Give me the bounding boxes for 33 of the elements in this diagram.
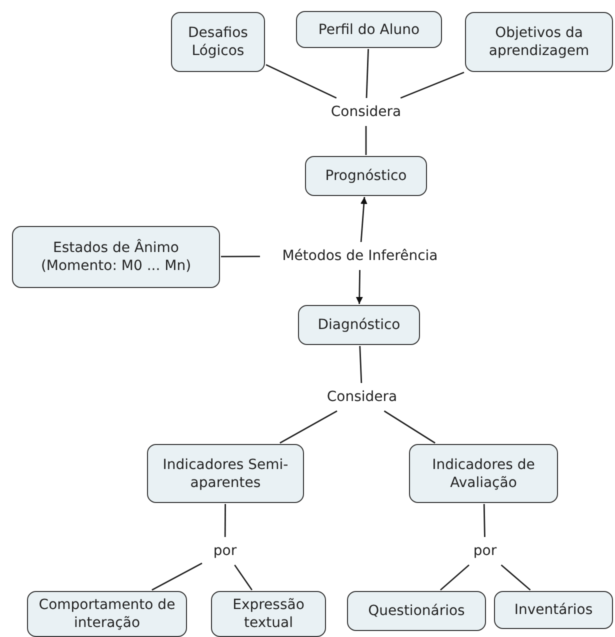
arrow — [360, 196, 368, 242]
linking-phrase: Considera — [320, 100, 412, 124]
connector-line — [366, 48, 369, 98]
connector-line — [152, 562, 202, 591]
concept-box: Diagnóstico — [298, 305, 420, 345]
linking-phrase: Métodos de Inferência — [262, 244, 458, 268]
connector-line — [365, 126, 367, 155]
connector-line — [359, 346, 362, 384]
connector-line — [234, 564, 252, 590]
connector-line — [483, 504, 486, 538]
concept-box: Indicadores Semi-aparentes — [147, 444, 304, 503]
concept-box: Estados de Ânimo (Momento: M0 ... Mn) — [12, 226, 220, 288]
concept-box: Prognóstico — [305, 156, 427, 196]
arrow — [356, 270, 363, 304]
concept-box: Objetivos da aprendizagem — [465, 12, 613, 72]
concept-box: Desafios Lógicos — [171, 12, 265, 72]
concept-box: Questionários — [347, 591, 486, 631]
concept-box: Expressão textual — [211, 591, 326, 637]
linking-phrase: por — [464, 539, 506, 563]
concept-box: Perfil do Aluno — [296, 11, 442, 48]
concept-box: Comportamento de interação — [27, 591, 187, 637]
connector-line — [440, 564, 470, 591]
connector-line — [500, 564, 531, 591]
connector-line — [280, 410, 338, 444]
connector-line — [224, 504, 226, 537]
linking-phrase: por — [204, 539, 246, 563]
concept-box: Inventários — [494, 591, 613, 629]
linking-phrase: Considera — [316, 385, 408, 409]
connector-line — [384, 410, 436, 444]
connector-line — [400, 72, 464, 99]
connector-line — [266, 64, 337, 99]
concept-box: Indicadores de Avaliação — [409, 444, 558, 503]
connector-line — [221, 256, 260, 258]
